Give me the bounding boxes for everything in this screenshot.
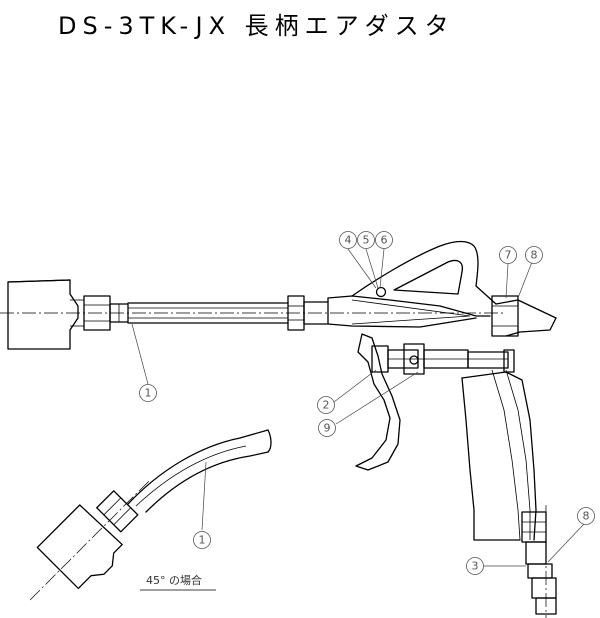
svg-text:1: 1 <box>199 534 206 547</box>
trigger <box>355 333 401 471</box>
svg-text:6: 6 <box>381 234 388 247</box>
svg-text:2: 2 <box>323 399 330 412</box>
svg-text:8: 8 <box>531 249 538 262</box>
balloon-8-top: 8 <box>525 246 543 264</box>
balloon-2: 2 <box>317 396 335 414</box>
balloon-5: 5 <box>357 231 375 249</box>
svg-text:1: 1 <box>145 387 152 400</box>
valve-assembly <box>371 343 515 375</box>
gun-handle <box>461 369 537 541</box>
svg-text:4: 4 <box>345 234 352 247</box>
svg-text:7: 7 <box>505 249 512 262</box>
caption-45-degree: 45° の場合 <box>146 573 202 587</box>
pipe-coupling <box>287 295 329 331</box>
balloon-3: 3 <box>466 557 484 575</box>
balloon-4: 4 <box>339 231 357 249</box>
balloon-7: 7 <box>499 246 517 264</box>
angled-variant <box>29 429 272 601</box>
balloon-9: 9 <box>318 419 336 437</box>
balloon-6: 6 <box>375 231 393 249</box>
svg-text:3: 3 <box>472 560 479 573</box>
svg-text:8: 8 <box>583 510 590 523</box>
drawing-title: DS-3TK-JX 長柄エアダスタ <box>58 12 455 40</box>
bottom-fitting <box>521 505 557 618</box>
balloon-1-angled: 1 <box>193 531 211 549</box>
svg-text:9: 9 <box>324 422 331 435</box>
gun-body <box>327 240 557 337</box>
nozzle-head <box>7 279 84 350</box>
svg-text:5: 5 <box>363 234 370 247</box>
nozzle-nut <box>83 295 129 331</box>
balloon-1-pipe: 1 <box>139 384 157 402</box>
balloon-8-bottom: 8 <box>577 507 595 525</box>
leader-lines <box>131 248 585 567</box>
extension-pipe <box>127 302 289 324</box>
